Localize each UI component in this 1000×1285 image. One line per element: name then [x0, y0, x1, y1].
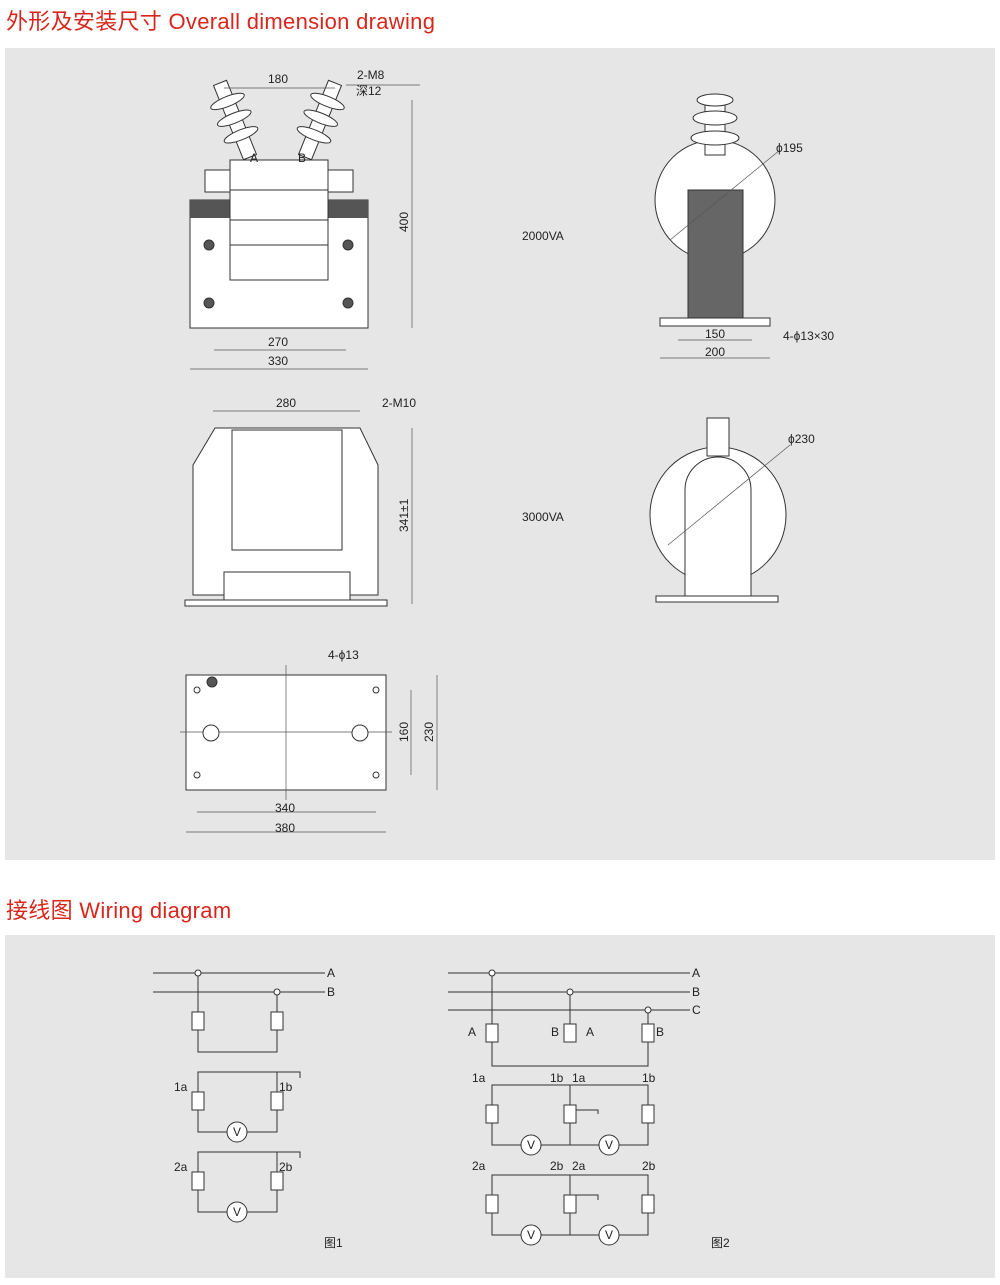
drawing-label: C: [692, 1003, 701, 1017]
drawing-label: 1b: [642, 1071, 656, 1085]
drawing-label: 2-M8: [357, 68, 385, 82]
drawing-label: 1b: [279, 1080, 293, 1094]
drawing-label: 380: [275, 821, 295, 835]
drawing-label: B: [298, 151, 306, 165]
section-title-dimensions: 外形及安装尺寸 Overall dimension drawing: [6, 9, 436, 34]
drawing-label: B: [551, 1025, 559, 1039]
drawing-label: 341±1: [397, 498, 411, 532]
drawing-label: 270: [268, 335, 288, 349]
drawing-label: 1b: [550, 1071, 564, 1085]
drawing-label: 160: [397, 722, 411, 742]
drawing-label: A: [692, 966, 700, 980]
drawing-label: A: [468, 1025, 476, 1039]
drawing-label: V: [527, 1138, 535, 1152]
drawing-label: 2a: [174, 1160, 188, 1174]
drawing-label: 280: [276, 396, 296, 410]
drawing-label: 1a: [472, 1071, 486, 1085]
drawing-label: 图1: [324, 1236, 343, 1250]
drawing-label: 图2: [711, 1236, 730, 1250]
transformer-front-view-2000va: 180 2-M8 深12 A B 400 270 330: [189, 68, 420, 370]
drawing-label: 2b: [279, 1160, 293, 1174]
drawing-label: 1a: [174, 1080, 188, 1094]
drawing-label: 2000VA: [522, 229, 564, 243]
wiring-figure-1: AB 1a 1b 2a 2b V V 图1: [153, 966, 343, 1250]
drawing-label: 3000VA: [522, 510, 564, 524]
drawing-label: B: [692, 985, 700, 999]
drawing-label: V: [605, 1138, 613, 1152]
drawing-label: V: [233, 1125, 241, 1139]
drawing-label: A: [586, 1025, 594, 1039]
drawing-label: ϕ195: [776, 141, 803, 155]
drawing-label: 2b: [642, 1159, 656, 1173]
drawing-label: 330: [268, 354, 288, 368]
transformer-side-view-3000va: 3000VA ϕ230: [522, 417, 815, 603]
drawing-label: 2b: [550, 1159, 564, 1173]
transformer-top-view: 4-ϕ13 160 230 340 380: [180, 648, 438, 835]
drawing-label: V: [233, 1205, 241, 1219]
drawing-label: 230: [422, 722, 436, 742]
drawing-label: A: [327, 966, 335, 980]
drawing-label: V: [527, 1228, 535, 1242]
drawing-label: ϕ230: [788, 432, 815, 446]
drawing-label: 4-ϕ13: [328, 648, 359, 662]
drawing-label: 150: [705, 327, 725, 341]
drawing-label: 340: [275, 801, 295, 815]
section-title-wiring: 接线图 Wiring diagram: [6, 898, 232, 923]
drawing-label: A: [250, 151, 258, 165]
drawing-label: 180: [268, 72, 288, 86]
drawing-label: 2a: [572, 1159, 586, 1173]
drawing-label: 深12: [356, 84, 382, 98]
drawing-label: V: [605, 1228, 613, 1242]
transformer-side-view-2000va: 2000VA ϕ195 150 200 4-ϕ13×30: [522, 93, 834, 359]
drawing-label: 1a: [572, 1071, 586, 1085]
drawing-label: B: [656, 1025, 664, 1039]
transformer-front-view-3000va: 280 2-M10 341±1: [184, 396, 416, 607]
drawing-label: 400: [397, 212, 411, 232]
drawing-label: 200: [705, 345, 725, 359]
drawing-label: 2-M10: [382, 396, 416, 410]
drawing-label: B: [327, 985, 335, 999]
drawing-label: 4-ϕ13×30: [783, 329, 834, 343]
drawing-label: 2a: [472, 1159, 486, 1173]
